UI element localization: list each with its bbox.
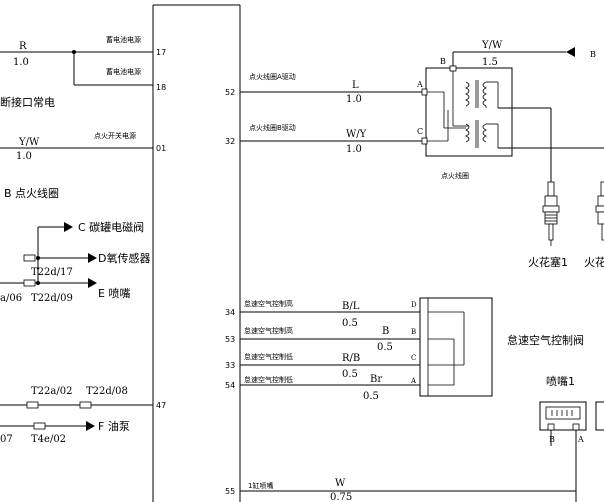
wire-wy-color: W/Y <box>346 129 367 140</box>
wire-r-color: R <box>19 41 27 52</box>
injector-wire-color: W <box>335 478 346 489</box>
injector-label: 喷嘴1 <box>546 375 575 388</box>
iac-pin-d: D <box>411 301 417 309</box>
ecu-pin-17: 17 <box>156 48 166 57</box>
fuel-pump-wires <box>0 401 153 431</box>
conn-a06: a/06 <box>0 293 22 304</box>
ecu-pin-55: 55 <box>225 487 235 496</box>
iac-wire-1-color: B/L <box>342 301 360 312</box>
ignition-coil <box>421 65 513 157</box>
conn-t22d17: T22d/17 <box>31 267 73 278</box>
conn-t22d08: T22d/08 <box>86 386 128 397</box>
ecu-box <box>152 4 241 502</box>
iac-wire-1-gauge: 0.5 <box>342 318 358 329</box>
right-b-label: B <box>590 50 596 59</box>
wire-top-gauge: 1.5 <box>482 57 498 68</box>
conn-t4e02: T4e/02 <box>31 434 66 445</box>
iac-wires <box>240 311 420 386</box>
coil-pin-b: B <box>440 57 446 66</box>
ht-leads <box>498 107 604 182</box>
label-e-injector: E 喷嘴 <box>98 287 130 300</box>
label-b-ignition-coil: B 点火线圈 <box>4 186 59 200</box>
conn-t22a02: T22a/02 <box>31 386 72 397</box>
pin-label-18: 蓄电池电源 <box>106 67 141 76</box>
iac-wire-2-gauge: 0.5 <box>377 342 393 353</box>
pin-label-55: 1缸喷嘴 <box>248 481 273 490</box>
spark-plug-2-label: 火花 <box>584 256 604 269</box>
pin-label-34: 怠速空气控制高 <box>244 299 293 308</box>
pin-label-01: 点火开关电源 <box>94 131 136 140</box>
iac-wire-2-color: B <box>382 326 389 337</box>
ecu-pin-34: 34 <box>225 308 235 317</box>
wire-wy-gauge: 1.0 <box>346 144 362 155</box>
pin-label-17: 蓄电池电源 <box>106 35 141 44</box>
ecu-pin-52: 52 <box>225 88 235 97</box>
ecu-pin-32: 32 <box>225 137 235 146</box>
injector-pin-b: B <box>549 435 555 444</box>
conn-t22d09: T22d/09 <box>31 293 73 304</box>
wire-r-gauge: 1.0 <box>13 57 29 68</box>
iac-wire-3-color: R/B <box>342 353 360 364</box>
pin-label-54: 怠速空气控制低 <box>244 375 293 384</box>
ecu-pin-47: 47 <box>156 401 166 410</box>
iac-pin-a: A <box>410 377 417 385</box>
ecu-pin-33: 33 <box>225 361 235 370</box>
pin-label-32: 点火线圈B驱动 <box>249 123 296 132</box>
iac-label: 怠速空气控制阀 <box>507 333 584 347</box>
iac-pin-c: C <box>411 354 416 362</box>
iac-wire-4-color: Br <box>370 374 382 385</box>
iac-wire-3-gauge: 0.5 <box>342 369 358 380</box>
idle-air-control-valve <box>419 297 493 397</box>
injector-wire-gauge: 0.75 <box>330 492 352 502</box>
wire-yw-color: Y/W <box>18 137 40 148</box>
injector-1 <box>539 401 604 502</box>
ecu-pin-54: 54 <box>225 381 235 390</box>
spark-plug-2 <box>595 181 604 241</box>
wire-l-color: L <box>352 80 359 91</box>
spark-plug-1-label: 火花塞1 <box>528 255 568 269</box>
ecu-pin-53: 53 <box>225 335 235 344</box>
coil-pin-a: A <box>416 80 423 89</box>
coil-supply-wire <box>452 47 575 66</box>
pin-label-53: 怠速空气控制高 <box>244 326 293 335</box>
ecu-pin-18: 18 <box>156 83 166 92</box>
injector-pin-a: A <box>577 435 584 444</box>
label-d-o2-sensor: D氧传感器 <box>98 251 150 265</box>
pin-label-52: 点火线圈A驱动 <box>249 72 296 81</box>
iac-pin-b: B <box>411 328 416 336</box>
label-f-fuel-pump: F 油泵 <box>98 419 130 433</box>
iac-wire-4-gauge: 0.5 <box>363 391 379 402</box>
wire-yw-gauge: 1.0 <box>16 151 32 162</box>
wire-l-gauge: 1.0 <box>346 94 362 105</box>
ecu-pin-01: 01 <box>156 144 166 153</box>
diagnostic-note: 断接口常电 <box>0 95 55 109</box>
label-c-canister-valve: C 碳罐电磁阀 <box>78 220 144 234</box>
conn-07: 07 <box>0 434 13 445</box>
coil-pin-c: C <box>417 127 423 136</box>
battery-wire <box>0 50 153 86</box>
branch-wires-cde <box>0 222 97 288</box>
pin-label-33: 怠速空气控制低 <box>244 352 293 361</box>
coil-drive-wires <box>240 91 426 142</box>
coil-label: 点火线圈 <box>441 171 469 180</box>
spark-plug-1 <box>542 181 560 246</box>
wire-top-color: Y/W <box>481 40 503 51</box>
